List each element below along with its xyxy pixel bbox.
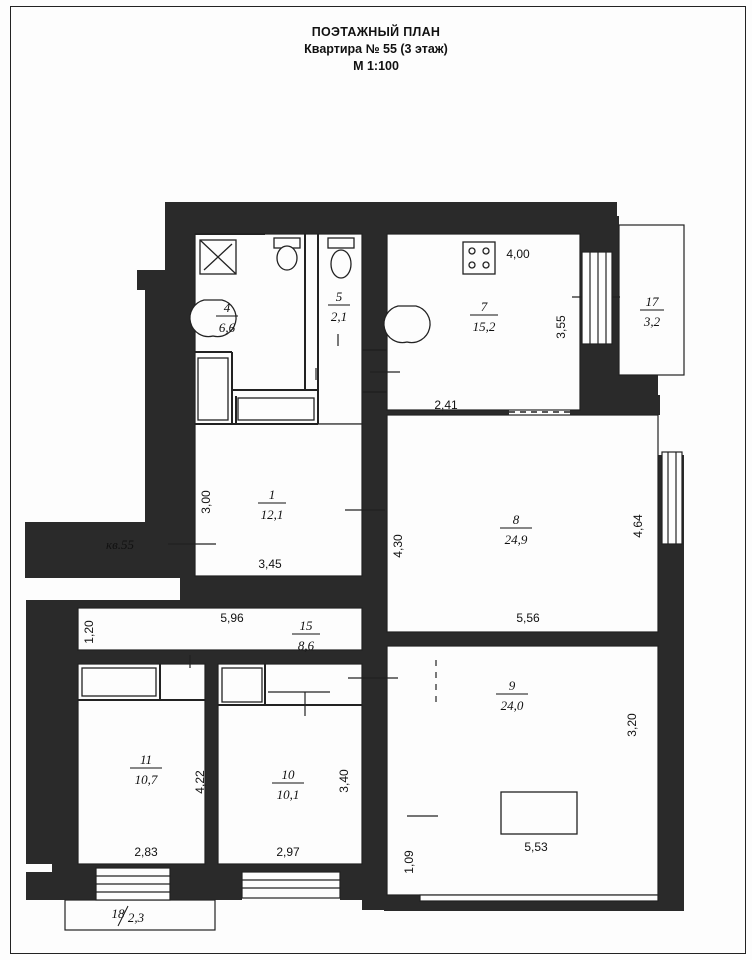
partitions bbox=[78, 233, 387, 706]
dim-5-96: 5,96 bbox=[220, 611, 244, 625]
room-11-area: 10,7 bbox=[135, 772, 158, 787]
dim-5-53: 5,53 bbox=[524, 840, 548, 854]
room-7-area: 15,2 bbox=[473, 319, 496, 334]
dim-2-41: 2,41 bbox=[434, 398, 458, 412]
room-labels: 4 6,6 5 2,1 7 15,2 17 3,2 1 12,1 8 24,9 … bbox=[106, 289, 664, 927]
dim-4-30: 4,30 bbox=[391, 534, 405, 558]
room-9-area: 24,0 bbox=[501, 698, 524, 713]
dim-4-00: 4,00 bbox=[506, 247, 530, 261]
fixtures bbox=[81, 237, 578, 835]
dim-3-40: 3,40 bbox=[337, 769, 351, 793]
table-icon bbox=[500, 791, 578, 835]
room-18-number: 18 bbox=[112, 906, 126, 921]
sink-icon bbox=[189, 299, 237, 338]
dim-4-64: 4,64 bbox=[631, 514, 645, 538]
room-17-area: 3,2 bbox=[643, 314, 661, 329]
plan-scale: М 1:100 bbox=[353, 59, 399, 73]
room-5-area: 2,1 bbox=[331, 309, 347, 324]
room-1-area: 12,1 bbox=[261, 507, 284, 522]
dim-3-00: 3,00 bbox=[199, 490, 213, 514]
room-7-number: 7 bbox=[481, 299, 488, 314]
dim-5-56: 5,56 bbox=[516, 611, 540, 625]
room-5-number: 5 bbox=[336, 289, 343, 304]
sheet-border bbox=[10, 6, 746, 954]
windows bbox=[95, 251, 683, 902]
room-11-number: 11 bbox=[140, 752, 152, 767]
room-1-number: 1 bbox=[269, 487, 276, 502]
room-17-number: 17 bbox=[646, 294, 660, 309]
dim-1-09: 1,09 bbox=[402, 850, 416, 874]
plan-subtitle: Квартира № 55 (3 этаж) bbox=[304, 42, 448, 56]
sink-icon-2 bbox=[383, 305, 431, 344]
dim-2-97: 2,97 bbox=[276, 845, 300, 859]
room-15-area: 8,6 bbox=[298, 638, 315, 653]
toilet-icon-2 bbox=[327, 237, 355, 249]
dim-3-20: 3,20 bbox=[625, 713, 639, 737]
dim-3-55: 3,55 bbox=[554, 315, 568, 339]
apartment-label: кв.55 bbox=[106, 537, 134, 552]
room-4-number: 4 bbox=[224, 300, 231, 315]
room-9-number: 9 bbox=[509, 678, 516, 693]
room-10-number: 10 bbox=[282, 767, 296, 782]
room-8-number: 8 bbox=[513, 512, 520, 527]
room-4-area: 6,6 bbox=[219, 320, 236, 335]
dim-1-20: 1,20 bbox=[82, 620, 96, 644]
room-8-area: 24,9 bbox=[505, 532, 528, 547]
stove-icon bbox=[462, 241, 496, 275]
dim-4-22: 4,22 bbox=[193, 770, 207, 794]
dim-3-45: 3,45 bbox=[258, 557, 282, 571]
room-interiors bbox=[64, 224, 685, 931]
room-18-area: 2,3 bbox=[128, 910, 145, 925]
dim-2-83: 2,83 bbox=[134, 845, 158, 859]
dimensions: 4,00 3,55 2,41 3,00 3,45 4,30 4,64 5,96 … bbox=[82, 247, 645, 874]
room-15-number: 15 bbox=[300, 618, 314, 633]
plan-title: ПОЭТАЖНЫЙ ПЛАН bbox=[311, 25, 441, 39]
room-10-area: 10,1 bbox=[277, 787, 300, 802]
